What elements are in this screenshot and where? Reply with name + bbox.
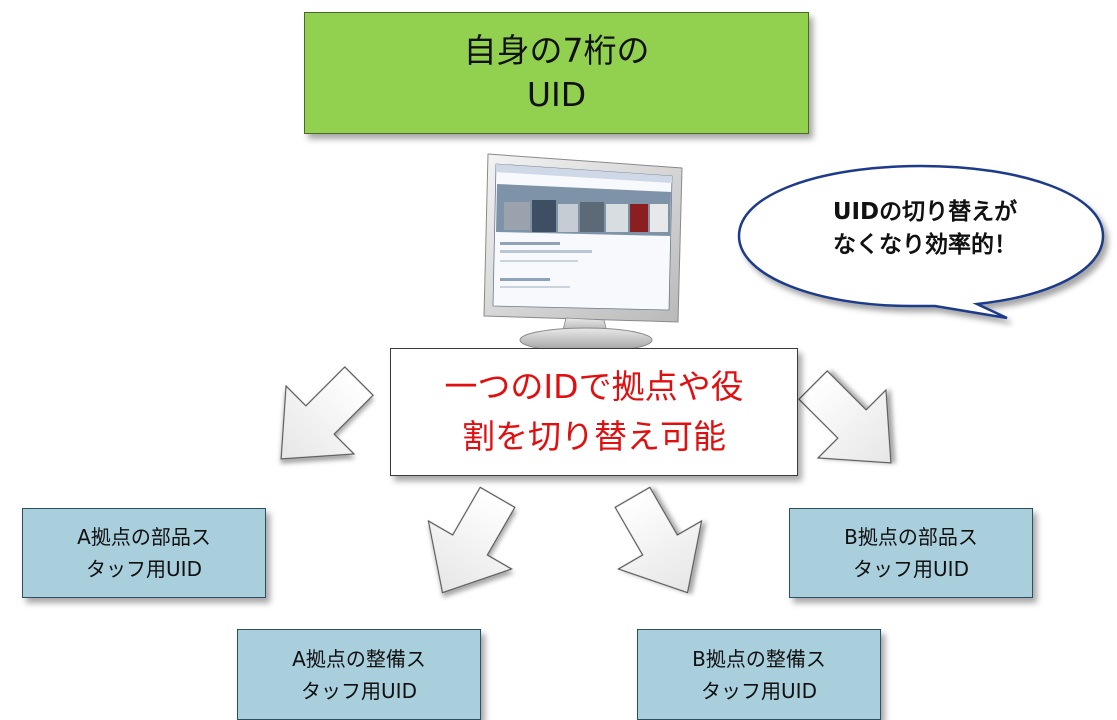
arrow-left-lower: [427, 486, 516, 594]
computer-monitor-icon: [483, 153, 683, 353]
role-b-maint-line1: B拠点の整備ス: [692, 646, 826, 671]
role-a-parts-line2: タッフ用UID: [86, 557, 202, 581]
speech-bubble-icon: [737, 164, 1105, 320]
role-b-parts-line2: タッフ用UID: [853, 557, 969, 581]
role-box-b-parts: B拠点の部品ス タッフ用UID: [789, 508, 1033, 598]
callout-line2: なくなり効率的！: [833, 232, 1017, 258]
callout-line1: UIDの切り替えが: [832, 199, 1018, 225]
role-a-parts-line1: A拠点の部品ス: [77, 525, 211, 549]
switch-role-line1: 一つのIDで拠点や役: [444, 367, 744, 406]
callout-text: UIDの切り替えが なくなり効率的！: [790, 196, 1060, 262]
own-uid-line2: UID: [526, 75, 587, 114]
arrow-right-lower: [614, 486, 703, 594]
role-box-a-parts: A拠点の部品ス タッフ用UID: [22, 508, 266, 598]
role-b-maint-line2: タッフ用UID: [701, 678, 817, 703]
arrow-right-upper: [798, 370, 892, 464]
switch-role-box: 一つのIDで拠点や役 割を切り替え可能: [390, 348, 798, 476]
own-uid-line1: 自身の7桁の: [463, 31, 650, 70]
switch-role-line2: 割を切り替え可能: [462, 417, 726, 456]
arrow-left-upper: [280, 366, 374, 460]
role-a-maint-line1: A拠点の整備ス: [292, 646, 426, 671]
role-box-b-maint: B拠点の整備ス タッフ用UID: [637, 629, 881, 720]
role-box-a-maint: A拠点の整備ス タッフ用UID: [237, 629, 481, 720]
role-b-parts-line1: B拠点の部品ス: [844, 525, 978, 549]
role-a-maint-line2: タッフ用UID: [301, 678, 417, 703]
own-uid-box: 自身の7桁の UID: [304, 12, 809, 134]
